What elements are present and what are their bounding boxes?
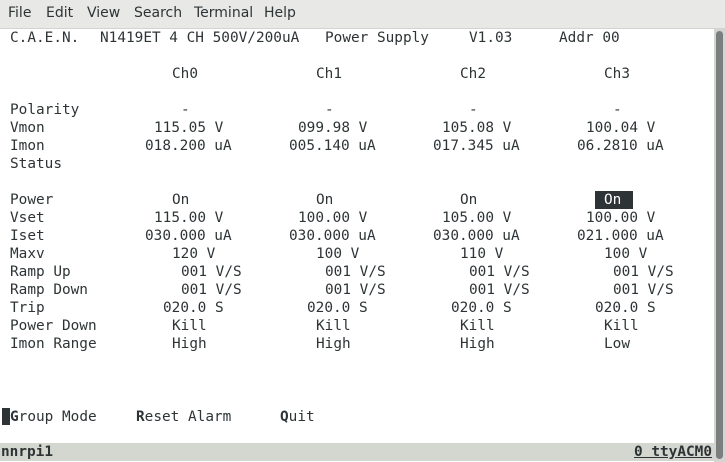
value-trip-ch0[interactable]: 020.0 S bbox=[163, 300, 224, 316]
value-trip-ch1[interactable]: 020.0 S bbox=[307, 300, 368, 316]
value-ramp-down-ch2[interactable]: 001 V/S bbox=[469, 282, 530, 298]
value-maxv-ch3[interactable]: 100 V bbox=[604, 246, 648, 262]
value-imon-ch3[interactable]: 06.2810 uA bbox=[577, 138, 664, 154]
row-label: Ramp Up bbox=[10, 264, 71, 280]
value-power-ch2[interactable]: On bbox=[460, 192, 478, 208]
menu-search[interactable]: Search bbox=[134, 5, 183, 21]
product-name: Power Supply bbox=[325, 30, 429, 46]
reset-alarm-command[interactable]: Reset Alarm bbox=[136, 408, 231, 426]
window-tab[interactable]: 0 ttyACM0 bbox=[634, 444, 712, 460]
value-vmon-ch2[interactable]: 105.08 V bbox=[442, 120, 512, 136]
value-imon-range-ch0[interactable]: High bbox=[172, 336, 207, 352]
value-ramp-up-ch2[interactable]: 001 V/S bbox=[469, 264, 530, 280]
row-label: Power bbox=[10, 192, 54, 208]
value-vmon-ch0[interactable]: 115.05 V bbox=[154, 120, 224, 136]
value-ramp-down-ch3[interactable]: 001 V/S bbox=[613, 282, 674, 298]
value-ramp-down-ch1[interactable]: 001 V/S bbox=[325, 282, 386, 298]
value-power-ch1[interactable]: On bbox=[316, 192, 334, 208]
quit-command[interactable]: Quit bbox=[280, 408, 315, 426]
value-vmon-ch1[interactable]: 099.98 V bbox=[298, 120, 368, 136]
value-vset-ch2[interactable]: 105.00 V bbox=[442, 210, 512, 226]
value-ramp-down-ch0[interactable]: 001 V/S bbox=[181, 282, 242, 298]
row-label: Vset bbox=[10, 210, 45, 226]
value-imon-ch1[interactable]: 005.140 uA bbox=[289, 138, 376, 154]
channel-header-2: Ch2 bbox=[460, 66, 486, 82]
group-mode-label: roup Mode bbox=[18, 409, 97, 425]
value-imon-range-ch2[interactable]: High bbox=[460, 336, 495, 352]
value-ramp-up-ch1[interactable]: 001 V/S bbox=[325, 264, 386, 280]
value-vset-ch3[interactable]: 100.00 V bbox=[586, 210, 656, 226]
scrollbar-thumb[interactable] bbox=[716, 31, 723, 459]
row-label: Imon bbox=[10, 138, 45, 154]
value-polarity-ch0[interactable]: - bbox=[181, 102, 190, 118]
value-ramp-up-ch0[interactable]: 001 V/S bbox=[181, 264, 242, 280]
value-power-down-ch2[interactable]: Kill bbox=[460, 318, 495, 334]
value-iset-ch1[interactable]: 030.000 uA bbox=[289, 228, 376, 244]
host-name: nnrpi1 bbox=[1, 444, 53, 460]
quit-label: uit bbox=[288, 409, 315, 425]
menu-terminal[interactable]: Terminal bbox=[194, 5, 254, 21]
value-trip-ch2[interactable]: 020.0 S bbox=[451, 300, 512, 316]
value-vset-ch0[interactable]: 115.00 V bbox=[154, 210, 224, 226]
value-polarity-ch2[interactable]: - bbox=[469, 102, 478, 118]
firmware-version: V1.03 bbox=[469, 30, 513, 46]
value-iset-ch2[interactable]: 030.000 uA bbox=[433, 228, 520, 244]
value-ramp-up-ch3[interactable]: 001 V/S bbox=[613, 264, 674, 280]
value-power-ch0[interactable]: On bbox=[172, 192, 190, 208]
value-power-down-ch1[interactable]: Kill bbox=[316, 318, 351, 334]
value-iset-ch3[interactable]: 021.000 uA bbox=[577, 228, 664, 244]
value-polarity-ch3[interactable]: - bbox=[613, 102, 622, 118]
device-address: Addr 00 bbox=[559, 30, 620, 46]
value-trip-ch3[interactable]: 020.0 S bbox=[595, 300, 656, 316]
reset-alarm-label: eset Alarm bbox=[144, 409, 232, 425]
menu-help[interactable]: Help bbox=[264, 5, 296, 21]
value-maxv-ch0[interactable]: 120 V bbox=[172, 246, 216, 262]
group-mode-command[interactable]: Group Mode bbox=[10, 408, 97, 426]
row-label: Imon Range bbox=[10, 336, 97, 352]
row-label: Status bbox=[10, 156, 62, 172]
value-imon-range-ch1[interactable]: High bbox=[316, 336, 351, 352]
channel-header-0: Ch0 bbox=[172, 66, 198, 82]
row-label: Polarity bbox=[10, 102, 80, 118]
menu-edit[interactable]: Edit bbox=[46, 5, 74, 21]
menu-bar: File Edit View Search Terminal Help bbox=[0, 0, 725, 29]
row-label: Ramp Down bbox=[10, 282, 88, 298]
row-label: Vmon bbox=[10, 120, 45, 136]
row-label: Power Down bbox=[10, 318, 97, 334]
reset-alarm-hotkey: R bbox=[136, 409, 145, 425]
menu-view[interactable]: View bbox=[87, 5, 121, 21]
terminal-cursor bbox=[2, 408, 10, 425]
value-polarity-ch1[interactable]: - bbox=[325, 102, 334, 118]
group-mode-hotkey: G bbox=[10, 409, 19, 425]
quit-hotkey: Q bbox=[280, 409, 289, 425]
row-label: Maxv bbox=[10, 246, 45, 262]
row-label: Iset bbox=[10, 228, 45, 244]
value-imon-ch2[interactable]: 017.345 uA bbox=[433, 138, 520, 154]
row-label: Trip bbox=[10, 300, 45, 316]
value-power-down-ch3[interactable]: Kill bbox=[604, 318, 639, 334]
device-name: C.A.E.N. bbox=[10, 30, 80, 46]
value-maxv-ch1[interactable]: 100 V bbox=[316, 246, 360, 262]
value-maxv-ch2[interactable]: 110 V bbox=[460, 246, 504, 262]
value-vmon-ch3[interactable]: 100.04 V bbox=[586, 120, 656, 136]
channel-header-3: Ch3 bbox=[604, 66, 630, 82]
value-iset-ch0[interactable]: 030.000 uA bbox=[145, 228, 232, 244]
channel-header-1: Ch1 bbox=[316, 66, 342, 82]
value-power-down-ch0[interactable]: Kill bbox=[172, 318, 207, 334]
terminal-area[interactable]: C.A.E.N. N1419ET 4 CH 500V/200uA Power S… bbox=[0, 29, 714, 443]
value-imon-range-ch3[interactable]: Low bbox=[604, 336, 630, 352]
tmux-status-bar: nnrpi1 0 ttyACM0 bbox=[0, 443, 714, 461]
value-power-ch3[interactable]: On bbox=[595, 191, 634, 209]
menu-file[interactable]: File bbox=[8, 5, 32, 21]
device-model: N1419ET 4 CH 500V/200uA bbox=[100, 30, 300, 46]
value-imon-ch0[interactable]: 018.200 uA bbox=[145, 138, 232, 154]
value-vset-ch1[interactable]: 100.00 V bbox=[298, 210, 368, 226]
